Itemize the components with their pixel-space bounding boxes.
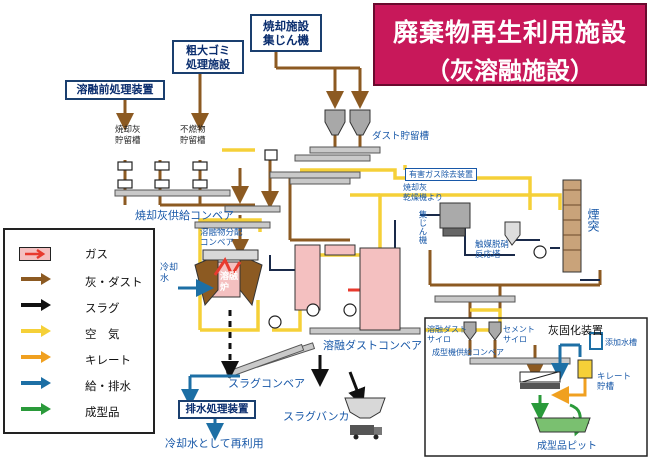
page-title: 廃棄物再生利用施設 （灰溶融施設）	[373, 3, 647, 86]
truck-shape	[350, 425, 382, 440]
distribution-conveyor-label: 溶融物分配 コンベア	[200, 228, 243, 248]
legend-label-air: 空 気	[85, 327, 120, 341]
slag-conveyor-label: スラグコンベア	[228, 377, 305, 390]
product-pit-shape	[534, 417, 591, 433]
melt-dust-conveyor-label: 溶融ダストコンベア	[323, 339, 422, 352]
catalyst-label: 触媒脱硝 反応塔	[475, 240, 510, 260]
noncomb-storage-label: 不燃物 貯留槽	[180, 125, 206, 146]
dust-collector-label: 集じん機	[417, 210, 427, 244]
slag-bunker-label: スラグバンカ	[283, 410, 350, 423]
incinerator-dust-collector-box: 焼却施設 集じん機	[250, 14, 322, 52]
solidify-label: 灰固化装置	[548, 324, 603, 337]
molding-conveyor-label: 成型機供給コンベア	[432, 348, 504, 357]
pretreatment-box: 溶融前処理装置	[65, 80, 165, 100]
legend-label-slag: スラグ	[85, 301, 120, 315]
conveyor-bars	[114, 146, 571, 379]
secondary-chamber-1	[294, 244, 321, 311]
cooling-water-label: 冷却 水	[160, 263, 179, 284]
solidification-area	[424, 317, 648, 457]
ash-storage-label: 焼却灰 貯留槽	[115, 125, 141, 146]
water-flow-lines	[178, 279, 582, 441]
bulky-waste-box: 粗大ゴミ 処理施設	[172, 40, 244, 74]
dust-storage-label: ダスト貯留槽	[372, 131, 430, 142]
dust-silos	[324, 109, 371, 136]
from-dryer-label: 焼却灰 乾燥機より	[403, 183, 443, 202]
drainage-box: 排水処理装置	[178, 400, 256, 419]
fans	[268, 245, 547, 329]
cement-silo-label: セメント サイロ	[503, 325, 535, 344]
water-tank-label: 添加水槽	[605, 338, 637, 347]
title-line1: 廃棄物再生利用施設	[392, 18, 627, 47]
storage-hoppers	[117, 149, 278, 189]
legend-label-water: 給・排水	[85, 379, 131, 393]
slag-bunker-shape	[344, 397, 386, 419]
melt-dust-silo-label: 溶融ダスト サイロ	[427, 325, 467, 344]
legend-label-product: 成型品	[85, 405, 120, 419]
chelate-flow-line	[551, 372, 587, 404]
secondary-chamber-2	[359, 247, 401, 331]
legend-label-gas: ガス	[85, 247, 108, 261]
melting-furnace-label: 溶融 炉	[220, 272, 239, 293]
water-tank-shape	[589, 332, 603, 350]
catalyst-tower	[504, 221, 521, 246]
chelate-tank-shape	[577, 359, 593, 379]
title-line2: （灰溶融施設）	[426, 57, 594, 85]
legend: ガス 灰・ダスト スラグ 空 気 キレート 給・排水 成型品	[3, 228, 155, 434]
ash-conveyor-label: 焼却灰供給コンベア	[135, 209, 234, 222]
legend-label-chelate: キレート	[85, 353, 131, 367]
product-pit-label: 成型品ピット	[537, 441, 597, 452]
chimney-label: 煙突	[586, 208, 600, 232]
chelate-tank-label: キレート 貯槽	[597, 372, 632, 392]
legend-label-ash: 灰・ダスト	[85, 275, 143, 289]
reuse-label: 冷却水として再利用	[165, 437, 264, 450]
chimney-shape	[562, 179, 582, 273]
dust-collector-unit	[439, 202, 471, 229]
harmful-gas-box: 有害ガス除去装置	[405, 168, 477, 181]
